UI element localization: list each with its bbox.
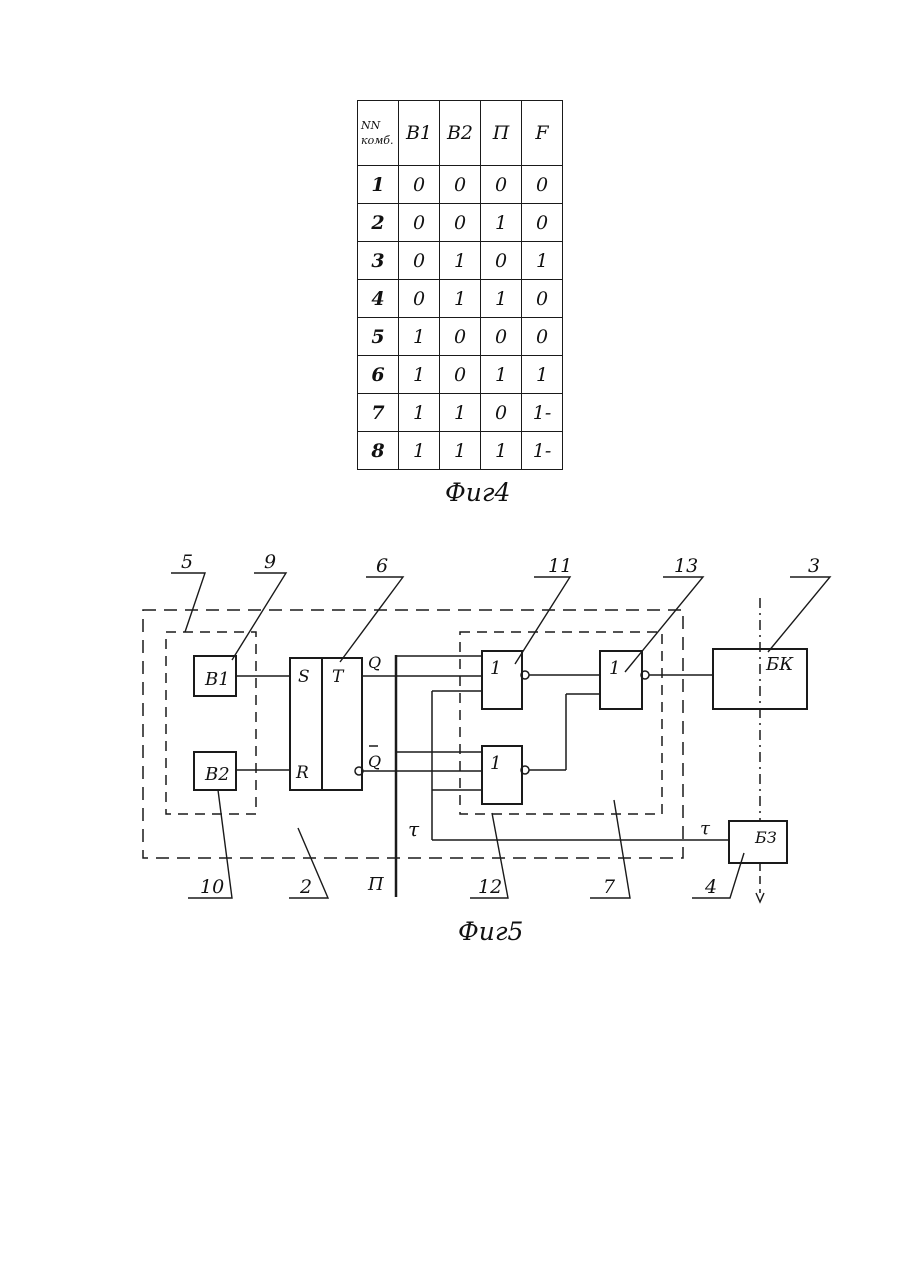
callout-10: 10 xyxy=(200,876,224,898)
wiring xyxy=(236,598,760,897)
callout-7: 7 xyxy=(603,876,616,898)
gate-12-label: 1 xyxy=(490,753,501,774)
signal-p: П xyxy=(367,874,384,895)
callout-leaders xyxy=(171,573,830,898)
gate-11-label: 1 xyxy=(490,658,501,679)
sensor-group-5 xyxy=(166,632,256,814)
signal-tau-right: τ xyxy=(700,818,711,839)
callout-13: 13 xyxy=(674,555,698,577)
pin-q-bar: Q xyxy=(368,752,381,771)
callout-3: 3 xyxy=(808,555,820,577)
callout-4: 4 xyxy=(704,876,717,898)
label-b1: B1 xyxy=(204,669,230,690)
callout-11: 11 xyxy=(548,555,572,577)
pin-s: S xyxy=(298,667,310,687)
callout-9: 9 xyxy=(264,551,276,573)
label-bz: БЗ xyxy=(754,828,777,847)
pin-r: R xyxy=(295,763,309,783)
callout-5: 5 xyxy=(181,551,193,573)
signal-tau-left: τ xyxy=(408,817,420,841)
pin-q: Q xyxy=(368,653,381,672)
callout-2: 2 xyxy=(299,876,312,898)
arrow-down-icon xyxy=(756,893,764,902)
callout-6: 6 xyxy=(376,555,388,577)
label-bk: БК xyxy=(765,654,794,675)
pin-t: T xyxy=(332,667,345,687)
gate-13-label: 1 xyxy=(609,658,620,679)
fig5-caption: Фиг5 xyxy=(458,917,523,946)
callout-12: 12 xyxy=(478,876,502,898)
gate-12 xyxy=(482,746,522,804)
label-b2: B2 xyxy=(204,764,230,785)
gate-11 xyxy=(482,651,522,709)
